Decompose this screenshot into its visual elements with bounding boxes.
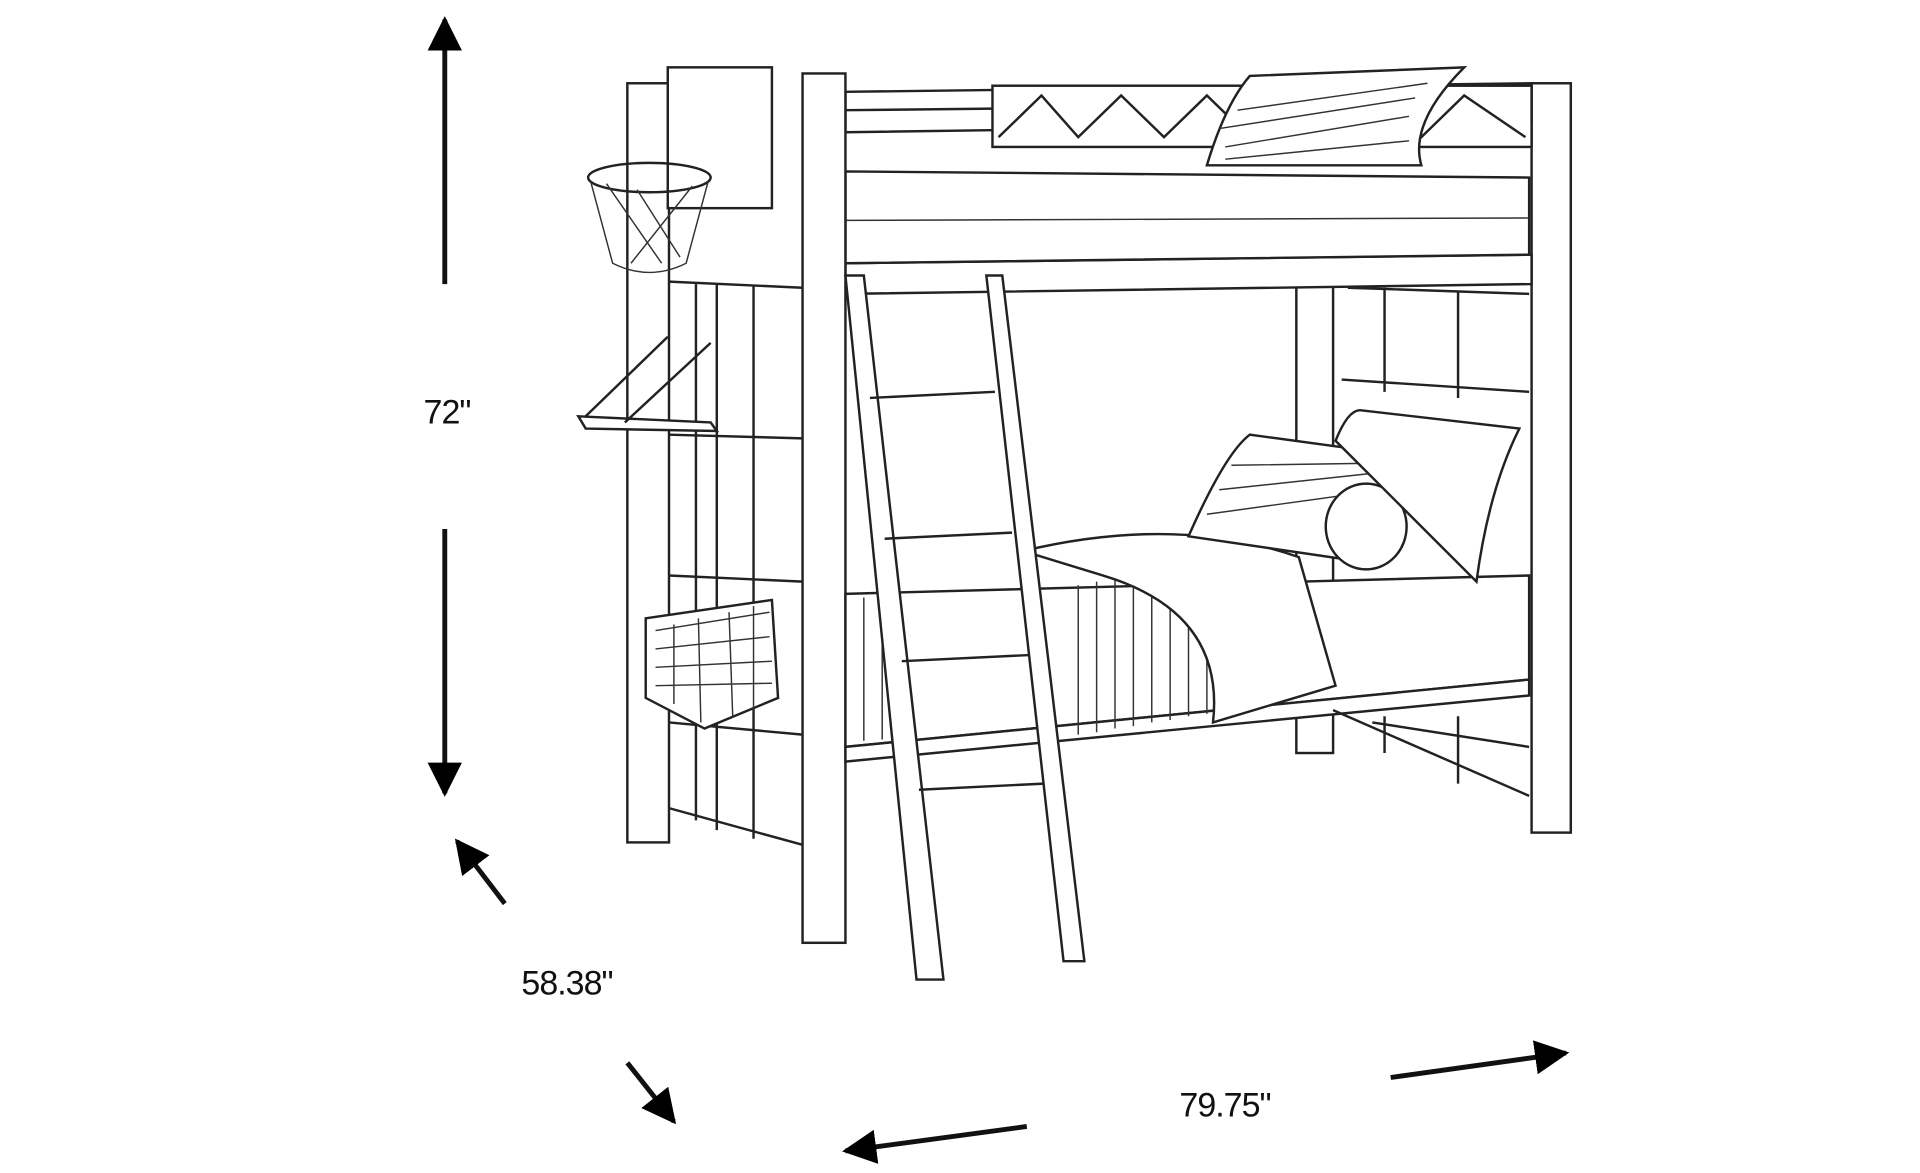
height-dimension-label: 72" xyxy=(423,393,472,432)
depth-dimension-label: 58.38" xyxy=(521,964,613,1003)
depth-arrow-front xyxy=(625,1061,677,1125)
width-arrow-left xyxy=(842,1124,1028,1164)
width-dimension-label: 79.75" xyxy=(1179,1086,1271,1125)
depth-arrow-back xyxy=(454,838,507,906)
bed-frame xyxy=(576,65,1573,981)
width-arrow-right xyxy=(1390,1040,1570,1080)
